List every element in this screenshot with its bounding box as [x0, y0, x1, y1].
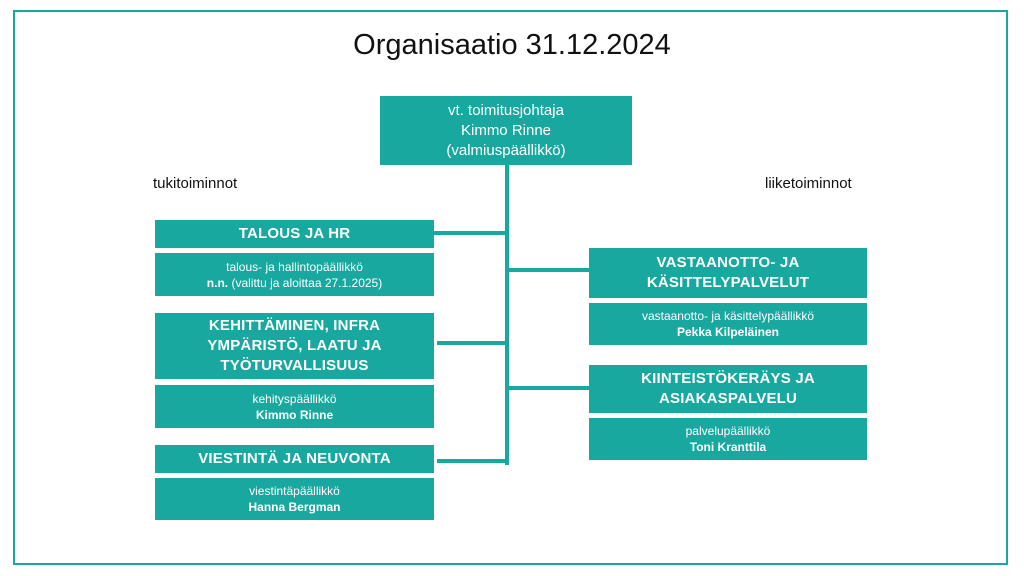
- unit-person: Kimmo Rinne: [256, 407, 333, 423]
- unit-person: Toni Kranttila: [690, 439, 766, 455]
- person-name: n.n.: [206, 275, 229, 290]
- unit-role: palvelupäällikkö: [685, 424, 771, 438]
- person-name: Pekka Kilpeläinen: [676, 325, 780, 339]
- page-title: Organisaatio 31.12.2024: [353, 29, 671, 61]
- unit-viestinta-title-box: VIESTINTÄ JA NEUVONTA: [155, 445, 434, 473]
- unit-title-line: TALOUS JA HR: [238, 225, 351, 242]
- unit-title-line: KEHITTÄMINEN, INFRA: [208, 317, 381, 334]
- ceo-box: vt. toimitusjohtaja Kimmo Rinne (valmius…: [380, 96, 632, 165]
- unit-title-line: KIINTEISTÖKERÄYS JA: [641, 370, 815, 387]
- left-heading: tukitoiminnot: [153, 175, 238, 192]
- unit-person: n.n. (valittu ja aloittaa 27.1.2025): [207, 275, 382, 291]
- unit-kehittaminen-title-box: KEHITTÄMINEN, INFRA YMPÄRISTÖ, LAATU JA …: [155, 313, 434, 379]
- unit-person: Hanna Bergman: [248, 499, 340, 515]
- right-heading: liiketoiminnot: [765, 175, 852, 192]
- person-name: Kimmo Rinne: [255, 407, 334, 422]
- ceo-note: (valmiuspäällikkö): [446, 141, 566, 159]
- unit-title-line: VASTAANOTTO- JA: [656, 254, 800, 271]
- connector-vastaanotto: [507, 268, 590, 272]
- unit-role: kehityspäällikkö: [252, 391, 337, 406]
- diagram-frame: [13, 10, 1008, 565]
- unit-talous-title-box: TALOUS JA HR: [155, 220, 434, 248]
- unit-title-line: YMPÄRISTÖ, LAATU JA: [207, 337, 382, 354]
- person-name: Toni Kranttila: [689, 440, 767, 454]
- unit-vastaanotto-person-box: vastaanotto- ja käsittelypäällikkö Pekka…: [589, 303, 867, 345]
- trunk-line: [505, 165, 509, 465]
- connector-talous: [433, 231, 507, 235]
- person-name: Hanna Bergman: [248, 500, 341, 514]
- connector-kiinteisto: [507, 386, 590, 390]
- unit-vastaanotto-title-box: VASTAANOTTO- JA KÄSITTELYPALVELUT: [589, 248, 867, 298]
- unit-role: talous- ja hallintopäällikkö: [226, 259, 363, 274]
- unit-role: vastaanotto- ja käsittelypäällikkö: [641, 309, 815, 323]
- unit-title-line: ASIAKASPALVELU: [658, 390, 798, 407]
- unit-title-line: TYÖTURVALLISUUS: [220, 357, 369, 374]
- ceo-name: Kimmo Rinne: [460, 121, 552, 139]
- unit-kiinteisto-person-box: palvelupäällikkö Toni Kranttila: [589, 418, 867, 460]
- unit-kiinteisto-title-box: KIINTEISTÖKERÄYS JA ASIAKASPALVELU: [589, 365, 867, 413]
- unit-person: Pekka Kilpeläinen: [677, 324, 779, 340]
- unit-title-line: KÄSITTELYPALVELUT: [646, 274, 810, 291]
- ceo-role: vt. toimitusjohtaja: [448, 101, 564, 119]
- unit-talous-person-box: talous- ja hallintopäällikkö n.n. (valit…: [155, 253, 434, 296]
- unit-viestinta-person-box: viestintäpäällikkö Hanna Bergman: [155, 478, 434, 520]
- unit-title-line: VIESTINTÄ JA NEUVONTA: [198, 450, 391, 467]
- connector-kehittaminen: [437, 341, 507, 345]
- unit-kehittaminen-person-box: kehityspäällikkö Kimmo Rinne: [155, 385, 434, 428]
- unit-role: viestintäpäällikkö: [249, 484, 340, 498]
- connector-viestinta: [437, 459, 507, 463]
- person-note: (valittu ja aloittaa 27.1.2025): [228, 275, 383, 290]
